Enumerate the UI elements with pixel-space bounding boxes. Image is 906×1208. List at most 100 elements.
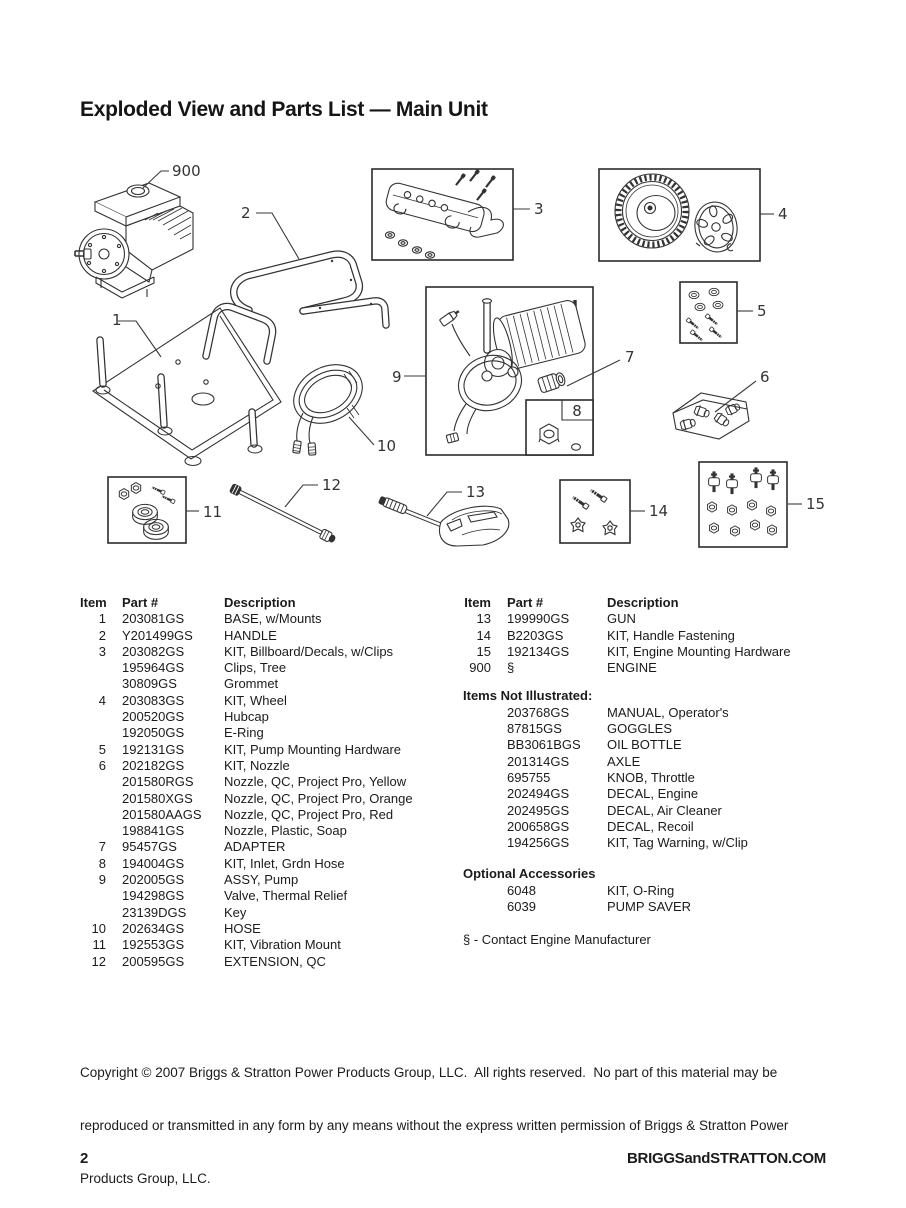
table-row: 203768GS MANUAL, Operator's (463, 705, 875, 721)
cell-item: 8 (98, 855, 106, 871)
gun-illustration (378, 496, 510, 547)
cell-desc: KNOB, Throttle (607, 769, 695, 785)
table-row: 6039 PUMP SAVER (463, 899, 875, 915)
cell-part: Y201499GS (122, 627, 193, 643)
cell-item: 13 (476, 611, 491, 627)
cell-item (80, 709, 106, 725)
callout-13: 13 (466, 483, 485, 501)
cell-item (463, 721, 491, 737)
cell-part: B2203GS (507, 627, 564, 643)
cell-item (463, 786, 491, 802)
pump-assembly-box (425, 286, 594, 456)
handle-illustration (230, 250, 390, 329)
column-header-desc: Description (224, 595, 296, 610)
cell-part: 6048 (507, 882, 536, 898)
cell-desc: Nozzle, QC, Project Pro, Red (224, 806, 394, 822)
cell-desc: PUMP SAVER (607, 899, 692, 915)
cell-item: 9 (98, 872, 106, 888)
wheel-kit-box (598, 168, 761, 262)
cell-item (80, 905, 106, 921)
table-row: 30809GS Grommet (80, 676, 452, 692)
page-title: Exploded View and Parts List — Main Unit (80, 98, 488, 121)
cell-item (463, 883, 491, 899)
cell-part: 194298GS (122, 888, 185, 904)
cell-desc: Grommet (224, 676, 279, 692)
callout-10: 10 (377, 437, 396, 455)
cell-item (80, 660, 106, 676)
cell-desc: ENGINE (607, 660, 657, 676)
cell-item: 12 (91, 953, 106, 969)
cell-part: 30809GS (122, 676, 177, 692)
exploded-diagram-svg: 900 2 1 3 4 5 6 7 8 9 10 11 12 13 14 15 (74, 162, 825, 548)
cell-item (463, 770, 491, 786)
cell-part: 6039 (507, 899, 536, 915)
callout-2: 2 (241, 204, 251, 222)
cell-item: 3 (98, 643, 106, 659)
cell-item: 11 (92, 937, 107, 953)
callout-9: 9 (392, 368, 402, 386)
cell-part: 202495GS (507, 802, 570, 818)
cell-desc: Clips, Tree (224, 660, 287, 676)
cell-part: 695755 (507, 769, 551, 785)
cell-part: 201580RGS (122, 774, 194, 790)
cell-desc: HOSE (224, 920, 261, 936)
cell-desc: Nozzle, QC, Project Pro, Yellow (224, 774, 407, 790)
cell-desc: KIT, Pump Mounting Hardware (224, 741, 402, 757)
cell-part: 201580AAGS (122, 806, 202, 822)
cell-item (80, 888, 106, 904)
billboard-kit-box (371, 168, 514, 261)
cell-desc: KIT, Wheel (224, 692, 287, 708)
cell-desc: Key (224, 904, 247, 920)
inlet-kit-box (525, 399, 594, 456)
cell-item (80, 676, 106, 692)
cell-part: 202005GS (122, 872, 185, 888)
cell-desc: Nozzle, QC, Project Pro, Orange (224, 790, 413, 806)
cell-item: 6 (98, 757, 106, 773)
callout-5: 5 (757, 302, 767, 320)
cell-item: 5 (98, 741, 106, 757)
cell-desc: GUN (607, 611, 636, 627)
callout-12: 12 (322, 476, 341, 494)
extension-wand-illustration (229, 483, 336, 543)
callout-15: 15 (806, 495, 825, 513)
cell-part: 203768GS (507, 704, 570, 720)
cell-desc: OIL BOTTLE (607, 737, 682, 753)
callout-900: 900 (172, 162, 201, 180)
cell-desc: KIT, Vibration Mount (224, 937, 341, 953)
cell-desc: MANUAL, Operator's (607, 704, 729, 720)
cell-item (80, 823, 106, 839)
hose-illustration (292, 364, 363, 456)
cell-item (463, 835, 491, 851)
cell-item (80, 725, 106, 741)
cell-desc: KIT, Inlet, Grdn Hose (224, 855, 345, 871)
callout-8: 8 (572, 402, 582, 420)
pump-mounting-hardware-box (679, 281, 738, 344)
cell-part: 87815GS (507, 721, 562, 737)
callout-6: 6 (760, 368, 770, 386)
engine-illustration (74, 182, 194, 299)
column-header-item: Item (80, 595, 107, 610)
callout-1-leader (118, 320, 162, 358)
cell-part: 95457GS (122, 839, 177, 855)
cell-item (463, 754, 491, 770)
cell-part: 192050GS (122, 725, 185, 741)
cell-desc: E-Ring (224, 725, 264, 741)
page-footer: 2 BRIGGSandSTRATTON.COM (0, 1150, 906, 1167)
